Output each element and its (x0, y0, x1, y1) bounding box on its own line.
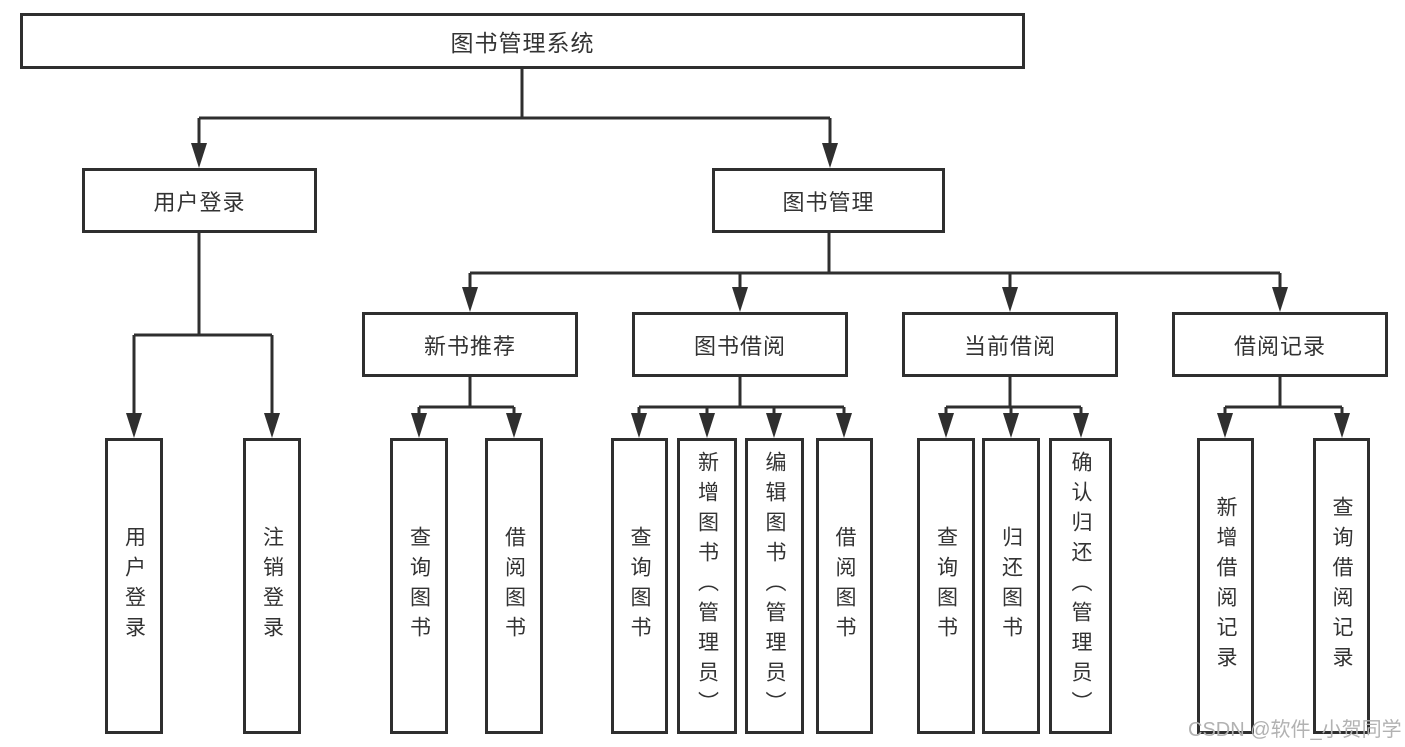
node-add-books-admin-label: 新增图书（管理员） (695, 451, 719, 721)
node-book-management-group-label: 图书管理 (782, 189, 875, 215)
node-newbook-query-books-label: 查询图书 (407, 526, 431, 646)
node-user-login-label: 用户登录 (122, 526, 146, 646)
node-query-borrow-record: 查询借阅记录 (1313, 438, 1370, 734)
node-new-book-recommendation-label: 新书推荐 (423, 333, 516, 359)
node-newbook-borrow-books: 借阅图书 (485, 438, 543, 734)
node-edit-books-admin: 编辑图书（管理员） (745, 438, 804, 734)
node-borrowing-records-label: 借阅记录 (1233, 333, 1326, 359)
node-borrowing-borrow-books-label: 借阅图书 (833, 526, 856, 646)
node-newbook-borrow-books-label: 借阅图书 (502, 526, 526, 646)
node-current-query-books-label: 查询图书 (934, 526, 958, 646)
node-logout: 注销登录 (243, 438, 301, 734)
node-add-borrow-record-label: 新增借阅记录 (1214, 496, 1237, 676)
node-query-borrow-record-label: 查询借阅记录 (1330, 496, 1353, 676)
node-borrowing-query-books: 查询图书 (611, 438, 668, 734)
node-return-books-label: 归还图书 (999, 526, 1023, 646)
node-book-borrowing: 图书借阅 (632, 312, 848, 377)
node-newbook-query-books: 查询图书 (390, 438, 448, 734)
node-borrowing-records: 借阅记录 (1172, 312, 1388, 377)
node-root-label: 图书管理系统 (450, 30, 595, 56)
node-current-borrowing: 当前借阅 (902, 312, 1118, 377)
node-edit-books-admin-label: 编辑图书（管理员） (763, 451, 786, 721)
node-book-borrowing-label: 图书借阅 (693, 333, 786, 359)
csdn-watermark: CSDN @软件_小贺同学 (1188, 719, 1402, 741)
connector-paths (132, 68, 1344, 417)
node-add-borrow-record: 新增借阅记录 (1197, 438, 1254, 734)
node-new-book-recommendation: 新书推荐 (362, 312, 578, 377)
node-logout-label: 注销登录 (260, 526, 284, 646)
node-root: 图书管理系统 (20, 13, 1025, 69)
node-current-borrowing-label: 当前借阅 (963, 333, 1056, 359)
node-add-books-admin: 新增图书（管理员） (677, 438, 737, 734)
node-borrowing-query-books-label: 查询图书 (628, 526, 651, 646)
node-current-query-books: 查询图书 (917, 438, 975, 734)
arrowheads (126, 143, 1350, 438)
node-confirm-return-admin: 确认归还（管理员） (1049, 438, 1112, 734)
node-user-login-group: 用户登录 (82, 168, 317, 233)
node-return-books: 归还图书 (982, 438, 1040, 734)
node-book-management-group: 图书管理 (712, 168, 945, 233)
node-confirm-return-admin-label: 确认归还（管理员） (1069, 451, 1092, 721)
node-borrowing-borrow-books: 借阅图书 (816, 438, 873, 734)
node-user-login: 用户登录 (105, 438, 163, 734)
node-user-login-group-label: 用户登录 (153, 189, 246, 215)
